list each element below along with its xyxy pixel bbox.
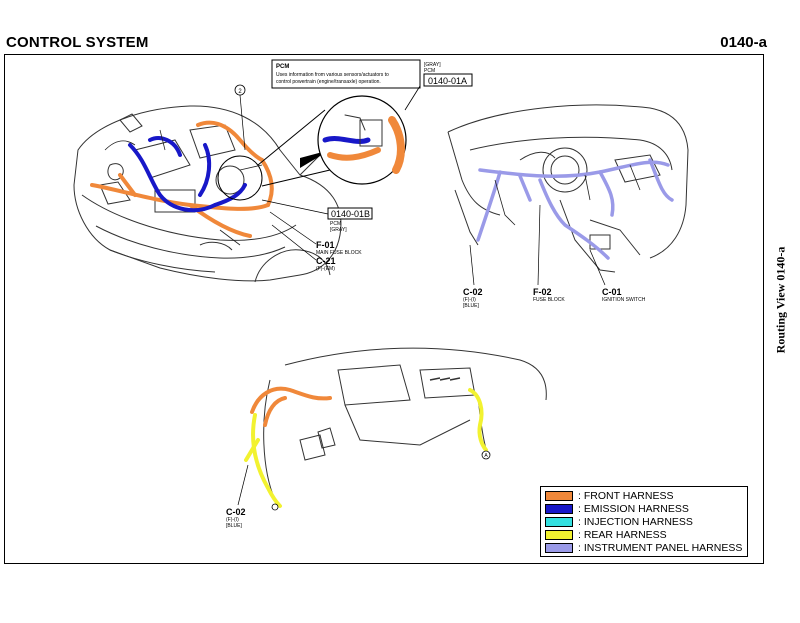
dashboard-harness-thin	[494, 164, 641, 226]
floor-harness-rear	[244, 388, 488, 508]
pcm-magnifier	[217, 95, 407, 201]
page-code: 0140-a	[720, 34, 767, 51]
floor-labels: A C-02 (F)-(I) [BLUE]	[226, 450, 491, 529]
legend-row-instrument: : INSTRUMENT PANEL HARNESS	[545, 541, 743, 554]
pcm-callout: PCM Uses information from various sensor…	[271, 59, 473, 111]
floor-harness-front	[250, 386, 332, 427]
c21-sub: (F)-(EM)	[316, 266, 335, 272]
legend-label-instrument: : INSTRUMENT PANEL HARNESS	[578, 541, 743, 554]
page-title: CONTROL SYSTEM	[6, 34, 149, 51]
dash-c02-sub1: (F)-(I)	[463, 297, 476, 303]
pcm-tag-gray: [GRAY]	[424, 62, 441, 68]
legend-row-emission: : EMISSION HARNESS	[545, 502, 743, 515]
dash-c02-code: C-02	[463, 287, 483, 297]
f02-name: FUSE BLOCK	[533, 297, 565, 303]
marker-a: A	[484, 453, 488, 459]
dashboard-view	[447, 104, 689, 273]
legend-label-rear: : REAR HARNESS	[578, 528, 667, 541]
circle-number-2: 2	[238, 89, 242, 95]
legend-row-front: : FRONT HARNESS	[545, 489, 743, 502]
floor-view	[263, 347, 547, 501]
pcm-callout-desc-2: control powertrain (engine/transaxle) op…	[276, 79, 381, 85]
floor-c02-code: C-02	[226, 507, 246, 517]
engine-harness-thin	[104, 129, 263, 246]
c21-code: C-21	[316, 256, 336, 266]
pcm-code-b: 0140-01B	[331, 209, 370, 219]
engine-harness-emission	[128, 136, 247, 213]
diagram-frame	[4, 54, 764, 564]
pcm-b-sub1: PCM	[330, 221, 341, 227]
f01-name: MAIN FUSE BLOCK	[316, 250, 362, 256]
legend-swatch-front	[545, 490, 573, 501]
floor-c02-sub1: (F)-(I)	[226, 517, 239, 523]
legend-label-emission: : EMISSION HARNESS	[578, 502, 689, 515]
c01-name: IGNITION SWITCH	[602, 297, 646, 303]
c01-code: C-01	[602, 287, 622, 297]
floor-c02-sub2: [BLUE]	[226, 523, 242, 529]
pcm-code-a: 0140-01A	[428, 76, 467, 86]
pcm-tag-pcm: PCM	[424, 68, 435, 74]
f02-code: F-02	[533, 287, 552, 297]
pcm-b-sub2: [GRAY]	[330, 227, 347, 233]
engine-labels: 2 0140-01B PCM [GRAY] F-01 MAIN FUSE BLO…	[234, 84, 373, 272]
legend-swatch-rear	[545, 529, 573, 540]
legend-swatch-emission	[545, 503, 573, 514]
legend-swatch-injection	[545, 516, 573, 527]
dashboard-harness-instrument	[476, 158, 674, 260]
legend-swatch-instrument	[545, 542, 573, 553]
legend-row-injection: : INJECTION HARNESS	[545, 515, 743, 528]
harness-legend: : FRONT HARNESS : EMISSION HARNESS : INJ…	[540, 486, 748, 557]
f01-code: F-01	[316, 240, 335, 250]
dashboard-labels: C-02 (F)-(I) [BLUE] F-02 FUSE BLOCK C-01…	[463, 204, 646, 309]
pcm-callout-desc-1: Uses information from various sensors/ac…	[276, 72, 389, 78]
pcm-callout-title: PCM	[276, 64, 289, 70]
dash-c02-sub2: [BLUE]	[463, 303, 479, 309]
legend-label-injection: : INJECTION HARNESS	[578, 515, 693, 528]
legend-row-rear: : REAR HARNESS	[545, 528, 743, 541]
engine-harness-front	[90, 120, 274, 238]
legend-label-front: : FRONT HARNESS	[578, 489, 674, 502]
